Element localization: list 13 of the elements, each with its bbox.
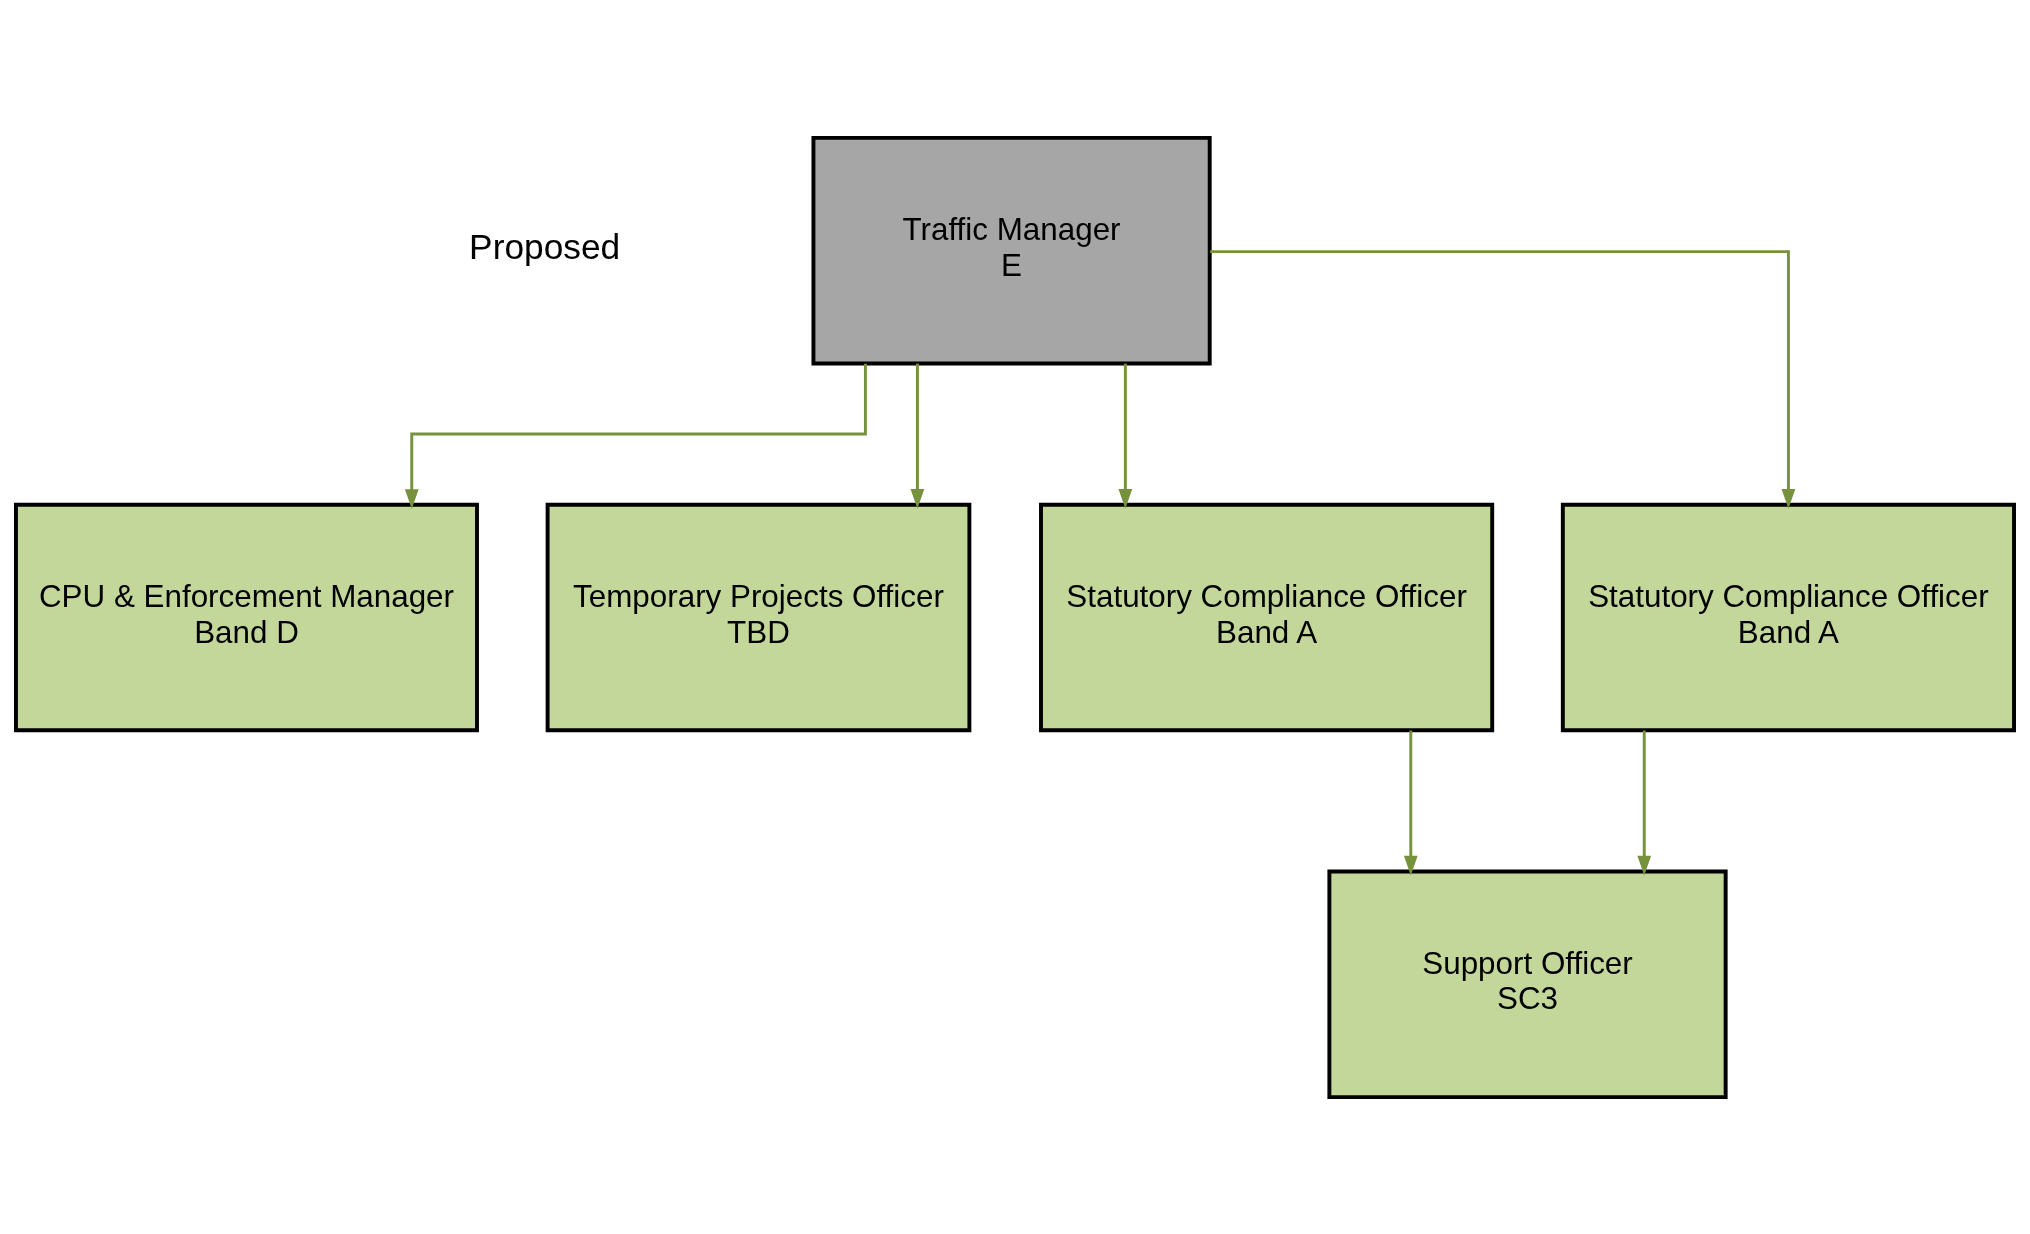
node-box: Statutory Compliance Officer Band A <box>1560 502 2016 732</box>
arrow <box>910 363 925 509</box>
label: Proposed <box>469 226 621 266</box>
arrow <box>1210 249 1796 509</box>
node-box: Traffic Manager E <box>811 135 1212 365</box>
node-box: CPU & Enforcement Manager Band D <box>14 502 479 732</box>
arrow <box>1403 730 1418 875</box>
node-box: Statutory Compliance Officer Band A <box>1039 502 1495 732</box>
arrow <box>1118 363 1133 509</box>
node-box: Support Officer SC3 <box>1327 869 1728 1099</box>
arrow <box>1637 730 1652 875</box>
arrow <box>404 363 867 509</box>
node-box: Temporary Projects Officer TBD <box>545 502 972 732</box>
